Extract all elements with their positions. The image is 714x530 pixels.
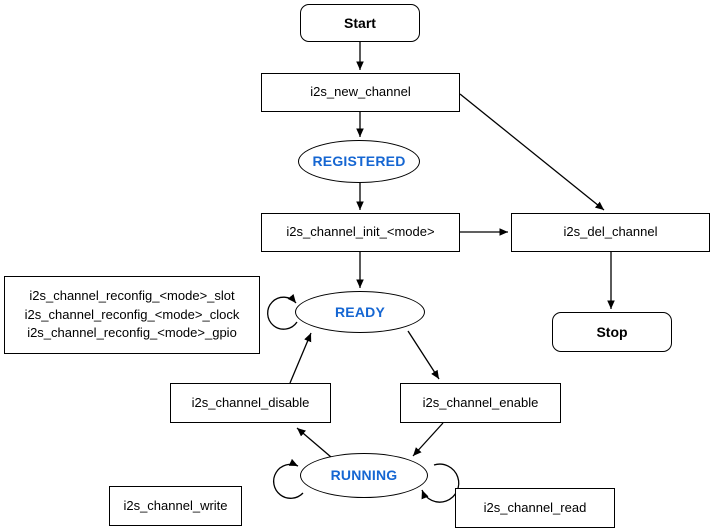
- running-self-loop-left: [272, 458, 304, 499]
- start-node: Start: [300, 4, 420, 42]
- i2s-channel-disable-label: i2s_channel_disable: [191, 394, 310, 410]
- running-state-node: RUNNING: [300, 453, 428, 498]
- i2s-channel-write-node: i2s_channel_write: [109, 486, 242, 526]
- ready-state-node: READY: [295, 291, 425, 333]
- i2s-channel-read-node: i2s_channel_read: [455, 488, 615, 528]
- reconfig-functions-node: i2s_channel_reconfig_<mode>_slot i2s_cha…: [4, 276, 260, 354]
- running-state-label: RUNNING: [330, 467, 398, 484]
- i2s-new-channel-label: i2s_new_channel: [310, 84, 411, 100]
- edge-ready-to-enable: [407, 330, 440, 380]
- running-self-loop-right: [421, 463, 460, 503]
- i2s-channel-enable-label: i2s_channel_enable: [422, 394, 539, 410]
- reconfig-slot-label: i2s_channel_reconfig_<mode>_slot: [29, 287, 235, 303]
- registered-state-node: REGISTERED: [298, 140, 420, 183]
- edge-running-to-disable: [296, 427, 332, 458]
- edge-new-channel-to-del-channel: [459, 93, 605, 211]
- i2s-new-channel-node: i2s_new_channel: [261, 73, 460, 112]
- stop-node: Stop: [552, 312, 672, 352]
- start-label: Start: [344, 14, 376, 31]
- i2s-del-channel-label: i2s_del_channel: [563, 224, 658, 240]
- ready-state-label: READY: [334, 303, 385, 320]
- i2s-channel-write-label: i2s_channel_write: [123, 497, 228, 513]
- stop-label: Stop: [596, 323, 628, 340]
- edge-disable-to-ready: [289, 332, 312, 384]
- reconfig-gpio-label: i2s_channel_reconfig_<mode>_gpio: [27, 325, 237, 341]
- i2s-channel-enable-node: i2s_channel_enable: [400, 383, 561, 423]
- i2s-channel-init-label: i2s_channel_init_<mode>: [286, 224, 435, 240]
- reconfig-clock-label: i2s_channel_reconfig_<mode>_clock: [24, 306, 240, 322]
- ready-self-loop: [267, 293, 298, 330]
- i2s-del-channel-node: i2s_del_channel: [511, 213, 710, 252]
- edge-enable-to-running: [412, 422, 444, 457]
- i2s-channel-read-label: i2s_channel_read: [483, 499, 587, 515]
- i2s-channel-init-node: i2s_channel_init_<mode>: [261, 213, 460, 252]
- i2s-channel-disable-node: i2s_channel_disable: [170, 383, 331, 423]
- registered-state-label: REGISTERED: [312, 153, 406, 170]
